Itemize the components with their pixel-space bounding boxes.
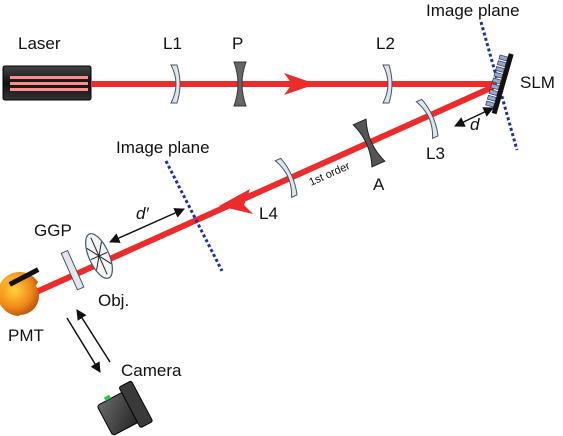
laser-source	[2, 65, 92, 101]
lens-l2	[382, 64, 393, 104]
label-ggp: GGP	[34, 221, 72, 240]
switch-arrow-up	[76, 309, 111, 363]
label-d-prime: d′	[136, 204, 149, 223]
ggp-plate	[60, 249, 85, 291]
lens-p	[233, 61, 247, 107]
beam-direction-arrow-left	[219, 189, 253, 214]
label-d: d	[470, 115, 480, 134]
label-p: P	[232, 34, 243, 53]
distance-d-arrow	[454, 107, 494, 127]
slm-device	[485, 53, 514, 115]
label-l4: L4	[259, 204, 278, 223]
lens-l1	[170, 64, 181, 104]
label-camera: Camera	[121, 361, 182, 380]
label-obj: Obj.	[98, 291, 129, 310]
label-l2: L2	[376, 34, 395, 53]
switch-arrow-down	[66, 317, 101, 373]
distance-d-prime-arrow	[109, 208, 185, 243]
label-a: A	[373, 175, 385, 194]
objective-lens	[85, 233, 113, 279]
beam-direction-arrow-right	[284, 73, 316, 95]
aperture-a	[352, 118, 386, 168]
lens-l4	[274, 157, 298, 199]
label-l3: L3	[426, 144, 445, 163]
label-l1: L1	[163, 34, 182, 53]
label-laser: Laser	[18, 34, 61, 53]
image-plane-mid-line	[164, 160, 224, 272]
label-slm: SLM	[520, 73, 555, 92]
camera-device	[97, 380, 153, 436]
label-image-plane-mid: Image plane	[116, 138, 210, 157]
pmt-detector	[0, 267, 40, 316]
label-pmt: PMT	[8, 326, 44, 345]
label-image-plane-top: Image plane	[426, 1, 520, 20]
lens-l3	[415, 98, 439, 140]
